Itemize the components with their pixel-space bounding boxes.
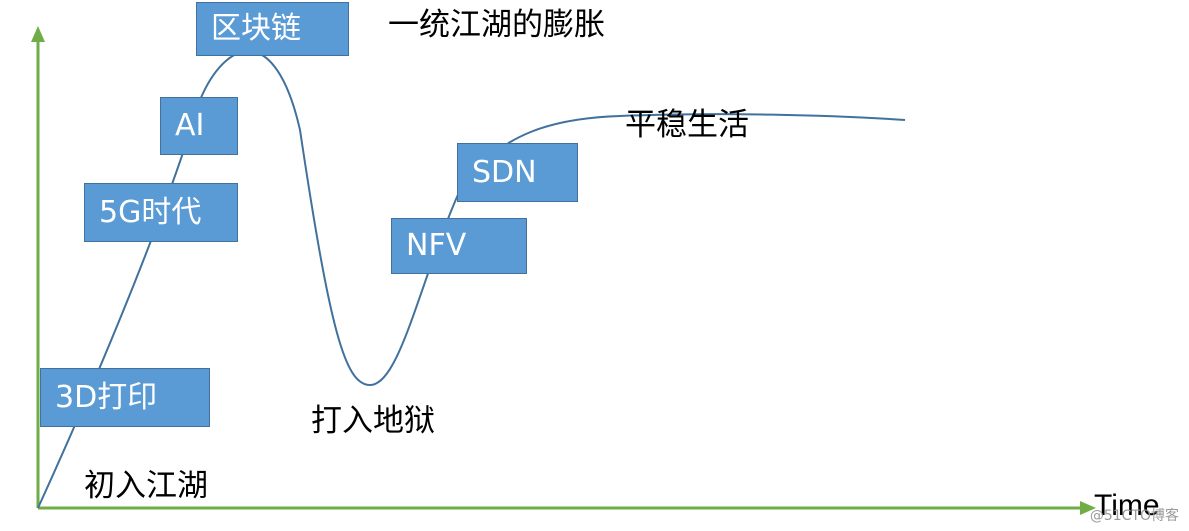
box-ai: AI	[160, 97, 238, 155]
box-blockchain-label: 区块链	[211, 11, 301, 46]
box-blockchain: 区块链	[196, 2, 349, 56]
box-nfv-label: NFV	[406, 228, 467, 263]
box-sdn-label: SDN	[472, 154, 537, 190]
label-plateau: 平稳生活	[625, 107, 749, 143]
y-axis-arrow	[31, 26, 45, 42]
box-5g-label: 5G时代	[99, 194, 202, 230]
box-nfv: NFV	[391, 218, 527, 274]
box-3d-printing: 3D打印	[40, 368, 210, 427]
box-sdn: SDN	[457, 143, 578, 202]
label-peak: 一统江湖的膨胀	[388, 7, 605, 43]
x-axis-arrow	[1080, 501, 1096, 515]
box-5g: 5G时代	[84, 183, 238, 242]
box-ai-label: AI	[175, 108, 205, 143]
watermark: @51CTO博客	[1089, 508, 1179, 524]
label-x-axis: Time	[1094, 489, 1160, 522]
label-trough: 打入地狱	[311, 403, 435, 439]
label-start: 初入江湖	[84, 468, 208, 504]
box-3d-printing-label: 3D打印	[55, 379, 158, 415]
